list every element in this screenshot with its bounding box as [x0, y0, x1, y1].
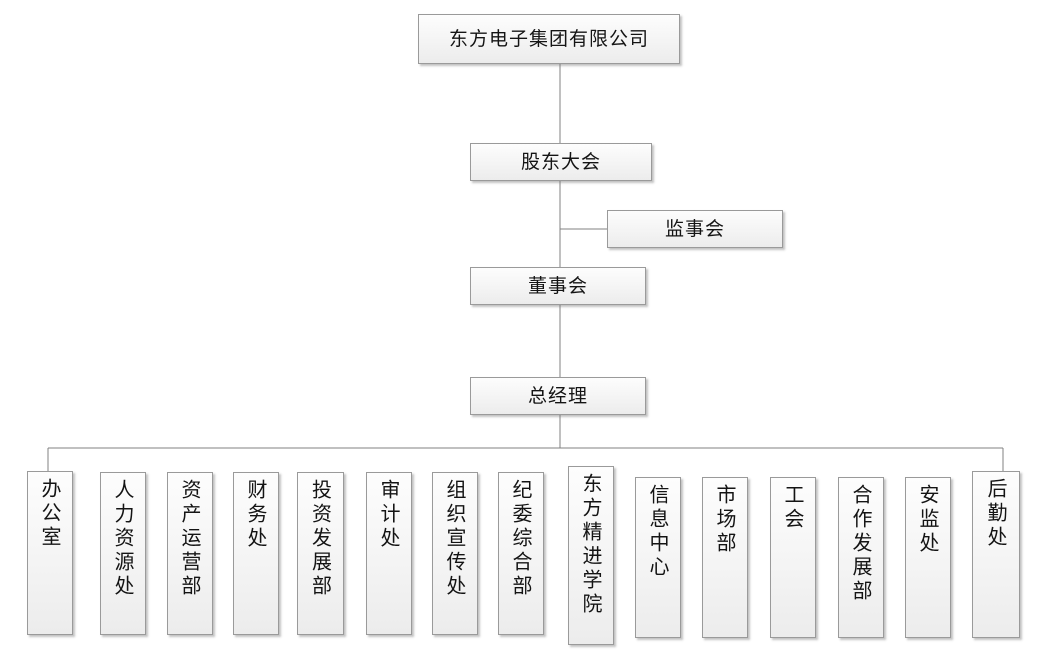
department-box[interactable]: 信息中心	[635, 477, 681, 638]
department-box[interactable]: 市场部	[702, 477, 748, 638]
node-board-of-supervisors[interactable]: 监事会	[607, 210, 783, 248]
department-label: 组织宣传处	[443, 479, 467, 599]
department-label: 信息中心	[646, 484, 670, 580]
node-board-of-directors[interactable]: 董事会	[470, 267, 646, 305]
node-company-label: 东方电子集团有限公司	[448, 27, 649, 50]
node-general-manager[interactable]: 总经理	[470, 377, 646, 415]
department-label: 办公室	[38, 478, 62, 550]
node-company[interactable]: 东方电子集团有限公司	[418, 14, 680, 64]
department-label: 市场部	[713, 484, 737, 556]
department-box[interactable]: 资产运营部	[167, 472, 213, 635]
node-general-manager-label: 总经理	[527, 384, 588, 407]
department-label: 人力资源处	[111, 479, 135, 599]
department-box[interactable]: 财务处	[233, 472, 279, 635]
department-label: 资产运营部	[178, 479, 202, 599]
node-board-of-supervisors-label: 监事会	[664, 217, 725, 240]
node-shareholders-meeting-label: 股东大会	[520, 150, 601, 173]
department-label: 工会	[781, 484, 805, 532]
department-label: 安监处	[916, 484, 940, 556]
department-box[interactable]: 办公室	[27, 471, 73, 635]
department-box[interactable]: 组织宣传处	[432, 472, 478, 635]
department-label: 纪委综合部	[509, 479, 533, 599]
node-shareholders-meeting[interactable]: 股东大会	[470, 143, 652, 181]
department-box[interactable]: 合作发展部	[838, 477, 884, 638]
department-label: 东方精进学院	[579, 473, 603, 617]
department-label: 合作发展部	[849, 484, 873, 604]
department-label: 财务处	[244, 479, 268, 551]
department-label: 审计处	[377, 479, 401, 551]
department-box[interactable]: 工会	[770, 477, 816, 638]
department-box[interactable]: 后勤处	[972, 471, 1020, 638]
department-box[interactable]: 安监处	[905, 477, 951, 638]
department-box[interactable]: 审计处	[366, 472, 412, 635]
department-label: 后勤处	[984, 478, 1008, 550]
department-box[interactable]: 人力资源处	[100, 472, 146, 635]
department-label: 投资发展部	[308, 479, 333, 599]
department-box[interactable]: 纪委综合部	[498, 472, 544, 635]
department-box[interactable]: 东方精进学院	[568, 466, 614, 645]
department-box[interactable]: 投资发展部	[297, 472, 344, 635]
node-board-of-directors-label: 董事会	[527, 274, 588, 297]
